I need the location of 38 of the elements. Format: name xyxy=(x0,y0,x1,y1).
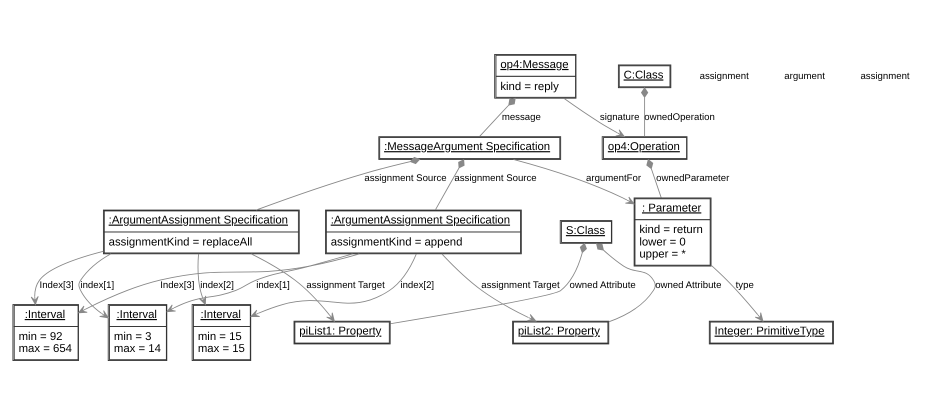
arrow xyxy=(710,264,764,322)
arrow xyxy=(250,254,335,322)
edge-label: index[2] xyxy=(400,280,434,291)
arrow xyxy=(250,254,417,318)
arrow xyxy=(166,253,353,312)
arrow xyxy=(78,253,112,318)
edge-label: assignment Source xyxy=(364,173,447,184)
edge-label: owned Attribute xyxy=(655,280,722,291)
edge-label: index[1] xyxy=(80,280,114,291)
label: assignment xyxy=(700,70,749,82)
label: assignment xyxy=(860,70,910,82)
connector xyxy=(390,242,587,324)
edge-label: ownedOperation xyxy=(644,112,715,123)
edge-label: assignment Target xyxy=(306,280,385,291)
connector xyxy=(479,98,516,137)
arrow xyxy=(78,253,360,314)
edge-label: index[1] xyxy=(256,280,290,291)
edge-label: owned Attribute xyxy=(570,280,636,291)
edge-label: message xyxy=(502,112,541,123)
connector xyxy=(646,158,662,198)
arrow xyxy=(563,98,625,138)
arrow xyxy=(513,159,634,204)
edge-label: ownedParameter xyxy=(656,173,730,184)
arrow xyxy=(30,250,104,305)
connector xyxy=(596,243,656,322)
edge-label: index[2] xyxy=(200,280,234,291)
label: argument xyxy=(784,70,825,82)
connector xyxy=(256,156,420,211)
connector xyxy=(640,87,648,138)
edge-label: Index[3] xyxy=(160,280,194,291)
connector xyxy=(434,158,465,210)
edge-label: argumentFor xyxy=(586,173,642,184)
edge-label: signature xyxy=(600,112,640,123)
edge-label: type xyxy=(736,280,754,291)
edge-label: assignment Source xyxy=(454,173,537,184)
edge-label: Index[3] xyxy=(40,280,74,291)
edge-label: assignment Target xyxy=(481,280,560,291)
arrow xyxy=(441,253,536,322)
